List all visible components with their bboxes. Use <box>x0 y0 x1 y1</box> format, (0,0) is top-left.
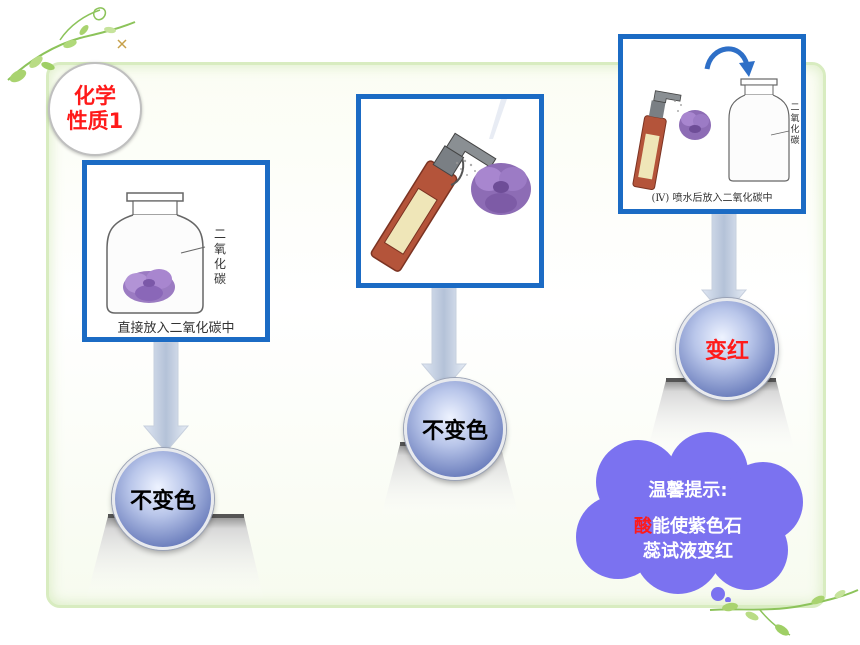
vine-decoration-bottom-right-icon <box>709 589 859 636</box>
glass-jar-icon <box>728 78 790 182</box>
down-arrow-1-icon <box>142 342 190 453</box>
jar-label-char: 化 <box>790 125 800 135</box>
glass-jar-icon <box>106 192 206 314</box>
jar-label-char: 碳 <box>213 272 226 286</box>
result-ball-3: 变红 <box>676 298 778 400</box>
result-ball-1: 不变色 <box>112 448 214 550</box>
tip-cloud: 温馨提示: 酸能使紫色石 蕊试液变红 <box>568 432 808 602</box>
down-arrow-2-icon <box>420 288 468 391</box>
purple-flower-icon <box>679 110 711 140</box>
tip-acid-word: 酸 <box>634 516 652 537</box>
experiment-panel-3: 二 氧 化 碳 (Ⅳ) 喷水后放入二氧化碳中 <box>618 34 806 214</box>
thought-cloud-icon <box>576 432 803 602</box>
jar-label-vertical: 二 氧 化 碳 <box>212 227 228 287</box>
jar-label-char: 氧 <box>213 242 226 256</box>
experiment-panel-2 <box>356 94 544 288</box>
badge-line-2: 性质1 <box>66 109 124 133</box>
result-ball-2: 不变色 <box>404 378 506 480</box>
tip-body: 酸能使紫色石 蕊试液变红 <box>634 514 742 564</box>
purple-flower-icon <box>471 163 531 215</box>
jar-label-vertical: 二 氧 化 碳 <box>789 103 801 147</box>
curved-arrow-icon <box>704 46 750 70</box>
jar-label-char: 二 <box>790 103 800 113</box>
jar-label-char: 氧 <box>790 114 800 124</box>
section-badge: 化学 性质1 <box>48 62 142 156</box>
jar-label-char: 二 <box>213 227 226 241</box>
panel-1-caption: 直接放入二氧化碳中 <box>117 321 235 336</box>
spray-bottle-icon <box>370 99 531 272</box>
panel-3-caption: (Ⅳ) 喷水后放入二氧化碳中 <box>651 193 773 204</box>
tip-line-1: 能使紫色石 <box>652 516 742 537</box>
tip-line-2: 蕊试液变红 <box>643 541 733 562</box>
tip-title: 温馨提示: <box>648 480 728 501</box>
spray-then-jar-icon <box>632 46 790 191</box>
jar-label-char: 化 <box>213 257 226 271</box>
purple-flower-icon <box>123 269 175 303</box>
vine-decoration-top-left-icon <box>7 7 136 83</box>
experiment-panel-1: 二 氧 化 碳 直接放入二氧化碳中 <box>82 160 270 342</box>
badge-line-1: 化学 <box>74 84 116 108</box>
jar-label-char: 碳 <box>790 136 800 146</box>
